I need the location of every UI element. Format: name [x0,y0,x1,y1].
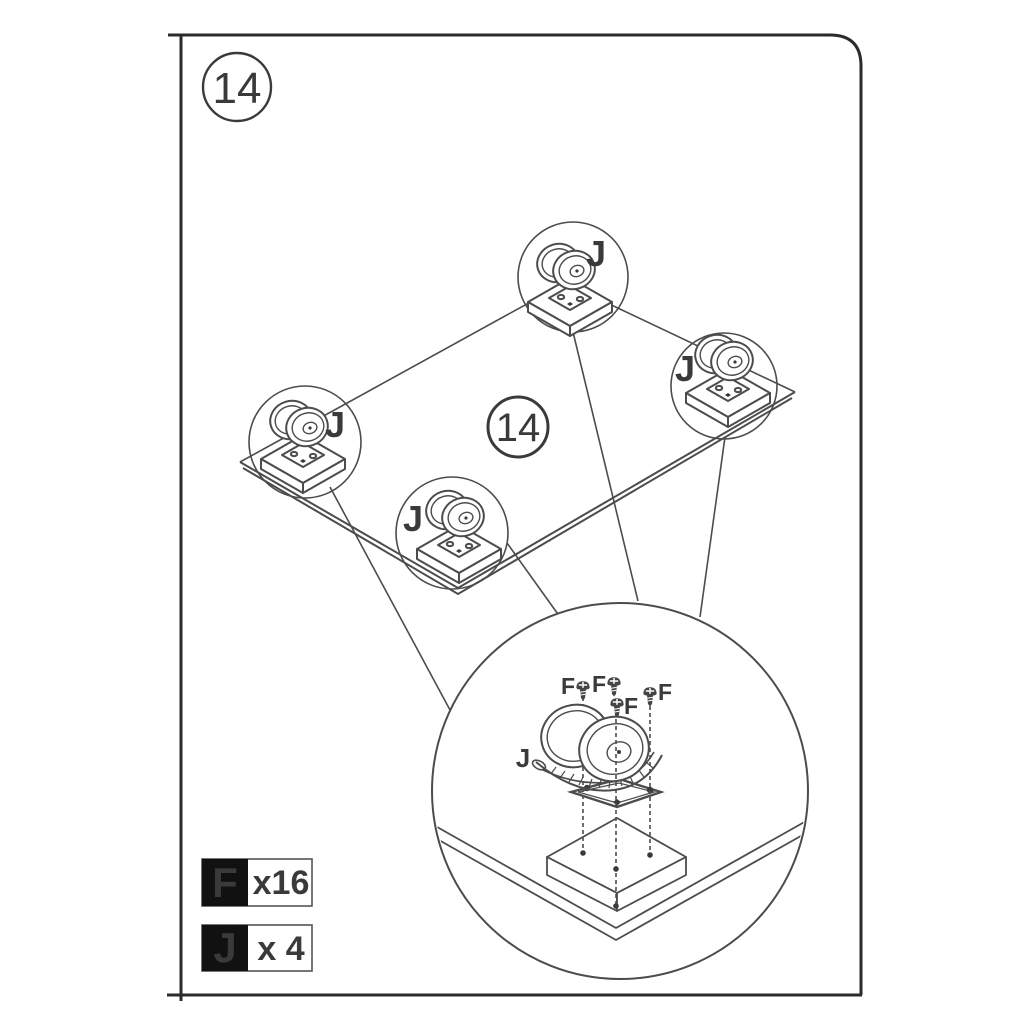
plate-hole-front [613,799,621,806]
screw-guides [615,706,651,906]
step-number-badge: 14 [201,51,273,123]
legend-row-casters: J x 4 [201,924,313,972]
detail-caster-wheel [540,703,650,783]
screw-label-4: F [658,679,672,705]
caster-label-bottom: J [403,498,423,539]
caster-label-right: J [675,348,695,389]
wheel-axle-dot [617,750,621,754]
detail-board-edge-outer [434,819,806,930]
callout-circle [248,385,362,499]
board-step-number: 14 [496,406,541,450]
board-step-circle [486,395,550,459]
page-border-top-right [168,33,863,995]
guide-end-dots [580,850,653,909]
screw-label-2: F [592,671,606,697]
caster-callout-right: J [670,328,778,440]
legend-quantity-f: x16 [253,864,310,902]
wheel-front [578,715,650,783]
caster-callout-bottom: J [395,476,509,590]
callout-circle [395,476,509,590]
detail-view: F F F F J [431,602,809,980]
screw-label-1: F [561,673,575,699]
caster-label-left: J [325,404,345,445]
legend-row-screws: F x16 [201,858,313,907]
step-number: 14 [213,64,262,113]
callout-circle [670,332,778,440]
page-border [167,33,863,1001]
leader-line-right [699,436,726,618]
leader-line-top [572,331,639,602]
arm-end-loop [531,759,547,771]
wheel-front-rim [586,723,644,775]
legend-part-letter-j: J [213,924,236,971]
caster-callout-left: J [248,385,362,499]
detail-caster-label: J [516,743,530,773]
legend-letter-box [202,925,248,971]
caster-callout-top: J [517,221,629,337]
caster-label-top: J [586,233,606,274]
board-step-badge: 14 [486,395,550,459]
detail-board-edge-inner [434,831,806,942]
detail-board-corner [434,819,806,942]
parts-legend: F x16 J x 4 [201,858,313,972]
leader-line-bottom [506,542,561,618]
plate-inner-line [577,782,657,804]
pad-right-face [616,856,687,912]
detail-circle [431,602,809,980]
caster-icon [416,484,502,584]
legend-part-letter-f: F [212,859,238,906]
board-edge-front-inner [242,397,793,596]
legend-letter-box [202,859,248,906]
step-number-circle [201,51,273,123]
magnification-lines [329,331,726,711]
legend-quantity-j: x 4 [257,930,304,968]
leader-line-left [329,486,451,711]
screw-label-3: F [624,693,638,719]
